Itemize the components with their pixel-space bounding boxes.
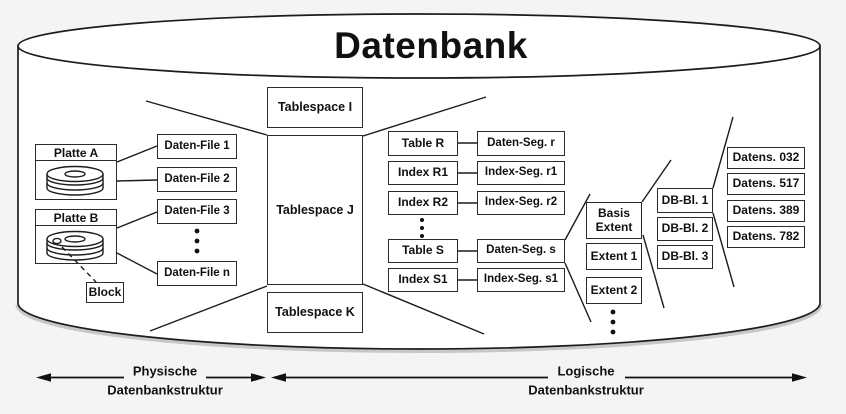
index-r1-box: Index R1 (388, 161, 458, 185)
disk-a-box: Platte A (35, 144, 117, 200)
db-block-3-box: DB-Bl. 3 (657, 245, 713, 269)
connector-lines (116, 96, 735, 335)
disk-a-label: Platte A (36, 145, 116, 161)
daten-file-1-box: Daten-File 1 (157, 134, 237, 159)
physical-range-arrow (36, 373, 266, 382)
disk-b-box: Platte B (35, 209, 117, 264)
daten-file-2-box: Daten-File 2 (157, 167, 237, 192)
record-517-box: Datens. 517 (727, 173, 805, 195)
record-389-box: Datens. 389 (727, 200, 805, 222)
block-box: Block (86, 282, 124, 303)
daten-file-n-box: Daten-File n (157, 261, 237, 286)
legend-physical-line1: Physische (132, 363, 198, 379)
tablespace-j-box: Tablespace J (267, 135, 363, 285)
basis-extent-box: Basis Extent (586, 202, 642, 239)
table-s-box: Table S (388, 239, 458, 263)
daten-seg-s-box: Daten-Seg. s (477, 239, 565, 263)
logical-range-arrow (271, 373, 807, 382)
db-block-1-box: DB-Bl. 1 (657, 188, 713, 213)
disk-b-label: Platte B (36, 210, 116, 226)
index-r2-box: Index R2 (388, 191, 458, 215)
daten-file-3-box: Daten-File 3 (157, 199, 237, 224)
block-marker-dot (52, 237, 62, 245)
record-032-box: Datens. 032 (727, 147, 805, 169)
index-s1-box: Index S1 (388, 268, 458, 292)
legend-physical-line2: Datenbankstruktur (107, 382, 223, 398)
extent-2-box: Extent 2 (586, 277, 642, 304)
diagram-title: Datenbank (334, 25, 528, 66)
legend-logical-line2: Datenbankstruktur (528, 382, 644, 398)
disk-icon (46, 230, 104, 261)
record-782-box: Datens. 782 (727, 226, 805, 248)
db-block-2-box: DB-Bl. 2 (657, 217, 713, 241)
tablespace-i-box: Tablespace I (267, 87, 363, 128)
disk-icon (46, 165, 104, 196)
legend-logical-line1: Logische (557, 363, 615, 379)
index-seg-r2-box: Index-Seg. r2 (477, 191, 565, 215)
ellipsis-dots (194, 218, 616, 335)
extent-1-box: Extent 1 (586, 243, 642, 270)
table-r-box: Table R (388, 131, 458, 156)
daten-seg-r-box: Daten-Seg. r (477, 131, 565, 156)
tablespace-k-box: Tablespace K (267, 292, 363, 333)
index-seg-r1-box: Index-Seg. r1 (477, 161, 565, 185)
index-seg-s1-box: Index-Seg. s1 (477, 268, 565, 292)
